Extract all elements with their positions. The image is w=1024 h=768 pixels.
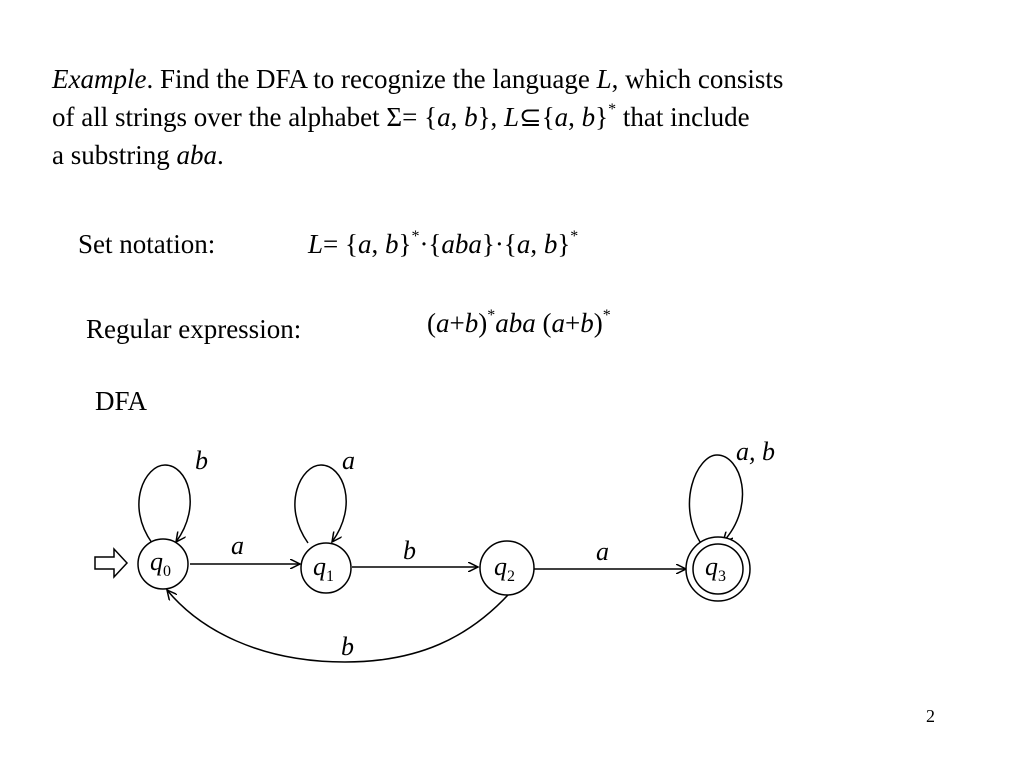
- plus: +: [564, 308, 581, 338]
- set-text: }·{: [481, 229, 517, 259]
- self-loop-label-q1: a: [342, 446, 355, 475]
- state-label-q2: q2: [494, 552, 515, 585]
- open-brace: {: [541, 102, 555, 132]
- set-text: = {: [323, 229, 358, 259]
- plus: +: [449, 308, 465, 338]
- language-symbol: L: [308, 229, 324, 259]
- paren: (: [542, 308, 552, 338]
- paren: ): [593, 308, 603, 338]
- self-loop-label-q0: b: [195, 446, 208, 475]
- dfa-label: DFA: [95, 386, 148, 416]
- substring-aba: aba: [495, 308, 536, 338]
- substring-aba: aba: [176, 140, 218, 170]
- state-label-q0: q0: [150, 547, 171, 580]
- self-loop-q1: [294, 464, 347, 544]
- self-loop-q0: [138, 464, 191, 544]
- transition-label-q1-q2: b: [403, 536, 416, 565]
- state-q1: [300, 542, 352, 594]
- language-symbol: L: [504, 102, 520, 132]
- period: .: [217, 140, 224, 170]
- state-label-q1: q1: [313, 552, 334, 585]
- intro-text: a substring: [52, 140, 177, 170]
- intro-line-3: a substring aba.: [52, 136, 1012, 174]
- transition-label-q0-q1: a: [231, 531, 244, 560]
- transition-label-q2-q3: a: [596, 537, 609, 566]
- comma: ,: [371, 229, 385, 259]
- self-loop-label-q3: a, b: [736, 437, 775, 466]
- comma: ,: [568, 102, 582, 132]
- substring-aba: aba: [441, 229, 482, 259]
- kleene-star: *: [602, 307, 611, 324]
- intro-line-1: Example. Find the DFA to recognize the l…: [52, 60, 1012, 98]
- kleene-star: *: [570, 228, 579, 245]
- close-brace: }: [557, 229, 571, 259]
- symbol-b: b: [384, 229, 399, 259]
- state-q0: [137, 538, 189, 590]
- example-word: Example: [52, 64, 147, 94]
- symbol-a: a: [554, 102, 569, 132]
- intro-text: , which consists: [611, 64, 784, 94]
- regex-expression: (a+b)*aba (a+b)*: [427, 308, 611, 339]
- transition-q2-q0: [167, 585, 517, 663]
- symbol-a: a: [551, 308, 565, 338]
- symbol-b: b: [580, 308, 594, 338]
- language-symbol: L: [596, 64, 612, 94]
- state-label-q3: q3: [705, 552, 726, 585]
- regex-label: Regular expression:: [86, 314, 302, 344]
- state-q2: [479, 540, 535, 596]
- page-number: 2: [926, 706, 935, 726]
- kleene-star: *: [411, 228, 420, 245]
- symbol-a: a: [357, 229, 372, 259]
- symbol-b: b: [464, 308, 479, 338]
- close-brace: }: [595, 102, 609, 132]
- symbol-a: a: [437, 102, 451, 132]
- symbol-b: b: [464, 102, 478, 132]
- paren: ): [478, 308, 488, 338]
- intro-text: . Find the DFA to recognize the language: [146, 64, 597, 94]
- state-q3-inner: [692, 543, 744, 595]
- paren: (: [427, 308, 436, 338]
- intro-text: },: [477, 102, 505, 132]
- kleene-star: *: [608, 101, 617, 118]
- comma: ,: [450, 102, 465, 132]
- intro-line-2: of all strings over the alphabet Σ= {a, …: [52, 98, 1012, 136]
- symbol-a: a: [436, 308, 450, 338]
- kleene-star: *: [487, 307, 496, 324]
- transition-label-q2-q0: b: [341, 632, 354, 661]
- symbol-a: a: [516, 229, 531, 259]
- intro-text: that include: [616, 102, 750, 132]
- set-notation-label: Set notation:: [78, 229, 216, 259]
- intro-text: of all strings over the alphabet Σ= {: [52, 102, 438, 132]
- symbol-b: b: [581, 102, 596, 132]
- close-brace: }: [398, 229, 412, 259]
- set-text: ·{: [419, 229, 442, 259]
- intro-paragraph: Example. Find the DFA to recognize the l…: [52, 60, 1012, 174]
- set-notation-expression: L= {a, b}*·{aba}·{a, b}*: [308, 229, 578, 260]
- subseteq-symbol: ⊆: [519, 102, 542, 132]
- symbol-b: b: [543, 229, 558, 259]
- initial-state-arrow-icon: [94, 547, 129, 579]
- comma: ,: [530, 229, 544, 259]
- self-loop-q3: [688, 454, 744, 546]
